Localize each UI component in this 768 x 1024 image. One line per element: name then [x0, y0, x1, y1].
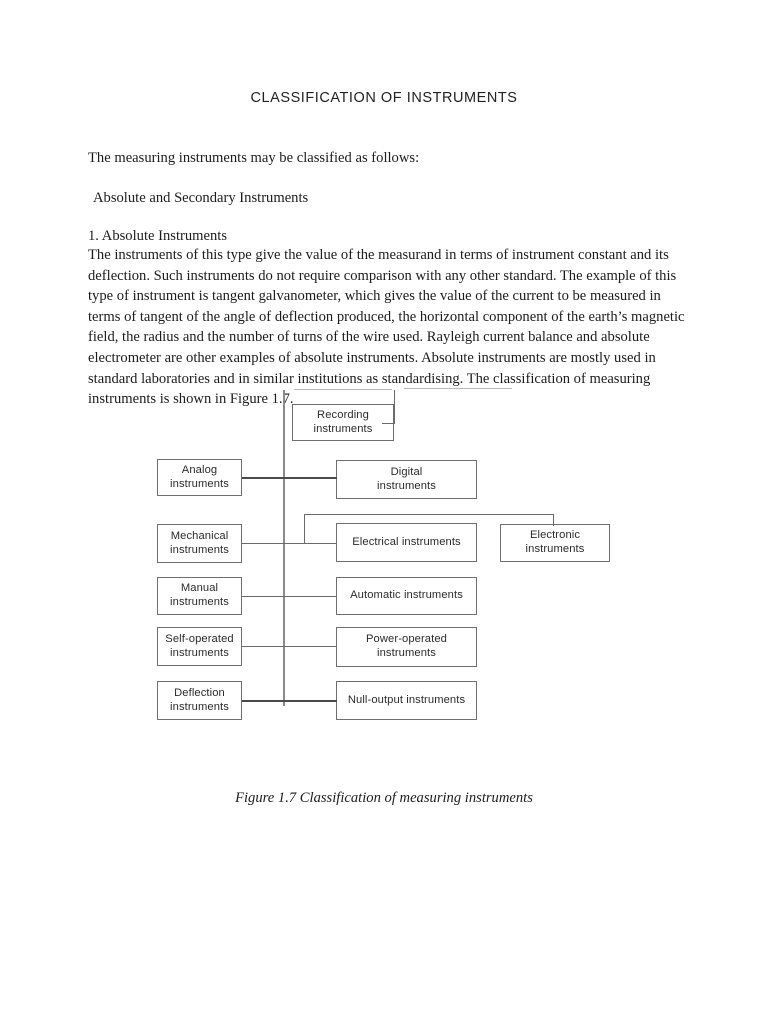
edge-deflection-to-null-output [242, 700, 337, 702]
node-manual-instruments[interactable]: Manual instruments [157, 577, 242, 615]
edge-electronic-bracket-span [304, 514, 554, 515]
trunk-line [283, 390, 285, 706]
node-power-operated-instruments[interactable]: Power-operated instruments [336, 627, 477, 667]
node-null-output-instruments[interactable]: Null-output instruments [336, 681, 477, 720]
figure-caption: Figure 1.7 Classification of measuring i… [235, 790, 533, 806]
node-label: Analog instruments [170, 463, 229, 490]
section-heading: 1. Absolute Instruments [88, 228, 228, 244]
node-label: Deflection instruments [170, 686, 229, 713]
edge-recording-stub-vertical [394, 390, 395, 424]
node-automatic-instruments[interactable]: Automatic instruments [336, 577, 477, 615]
node-label: Manual instruments [170, 582, 229, 608]
node-label: Self-operated instruments [165, 632, 234, 659]
node-self-operated-instruments[interactable]: Self-operated instruments [157, 627, 242, 666]
node-recording-instruments[interactable]: Recording instruments [292, 404, 394, 441]
node-electrical-instruments[interactable]: Electrical instruments [336, 523, 477, 562]
node-label: Electrical instruments [352, 535, 461, 548]
edge-electronic-bracket-riser [304, 514, 305, 544]
edge-manual-to-automatic [242, 596, 337, 597]
page-title: CLASSIFICATION OF INSTRUMENTS [250, 90, 518, 106]
edge-self-to-power-operated [242, 646, 337, 647]
node-label: Mechanical instruments [170, 529, 229, 556]
edge-mechanical-to-electrical [242, 543, 337, 544]
node-digital-instruments[interactable]: Digital instruments [336, 460, 477, 499]
edge-analog-to-digital [242, 477, 337, 479]
node-label: Digital instruments [377, 465, 436, 492]
node-label: Recording instruments [313, 408, 373, 435]
node-deflection-instruments[interactable]: Deflection instruments [157, 681, 242, 720]
node-electronic-instruments[interactable]: Electronic instruments [500, 524, 610, 562]
edge-recording-stub-horizontal [382, 423, 395, 424]
body-paragraph: The instruments of this type give the va… [88, 247, 685, 408]
node-analog-instruments[interactable]: Analog instruments [157, 459, 242, 496]
node-mechanical-instruments[interactable]: Mechanical instruments [157, 524, 242, 563]
node-label: Electronic instruments [525, 529, 585, 555]
subheading: Absolute and Secondary Instruments [93, 190, 309, 206]
intro-paragraph: The measuring instruments may be classif… [88, 150, 420, 166]
node-label: Automatic instruments [350, 589, 463, 602]
node-label: Power-operated instruments [365, 633, 447, 659]
edge-electronic-bracket-drop [553, 514, 554, 526]
node-label: Null-output instruments [347, 693, 466, 706]
